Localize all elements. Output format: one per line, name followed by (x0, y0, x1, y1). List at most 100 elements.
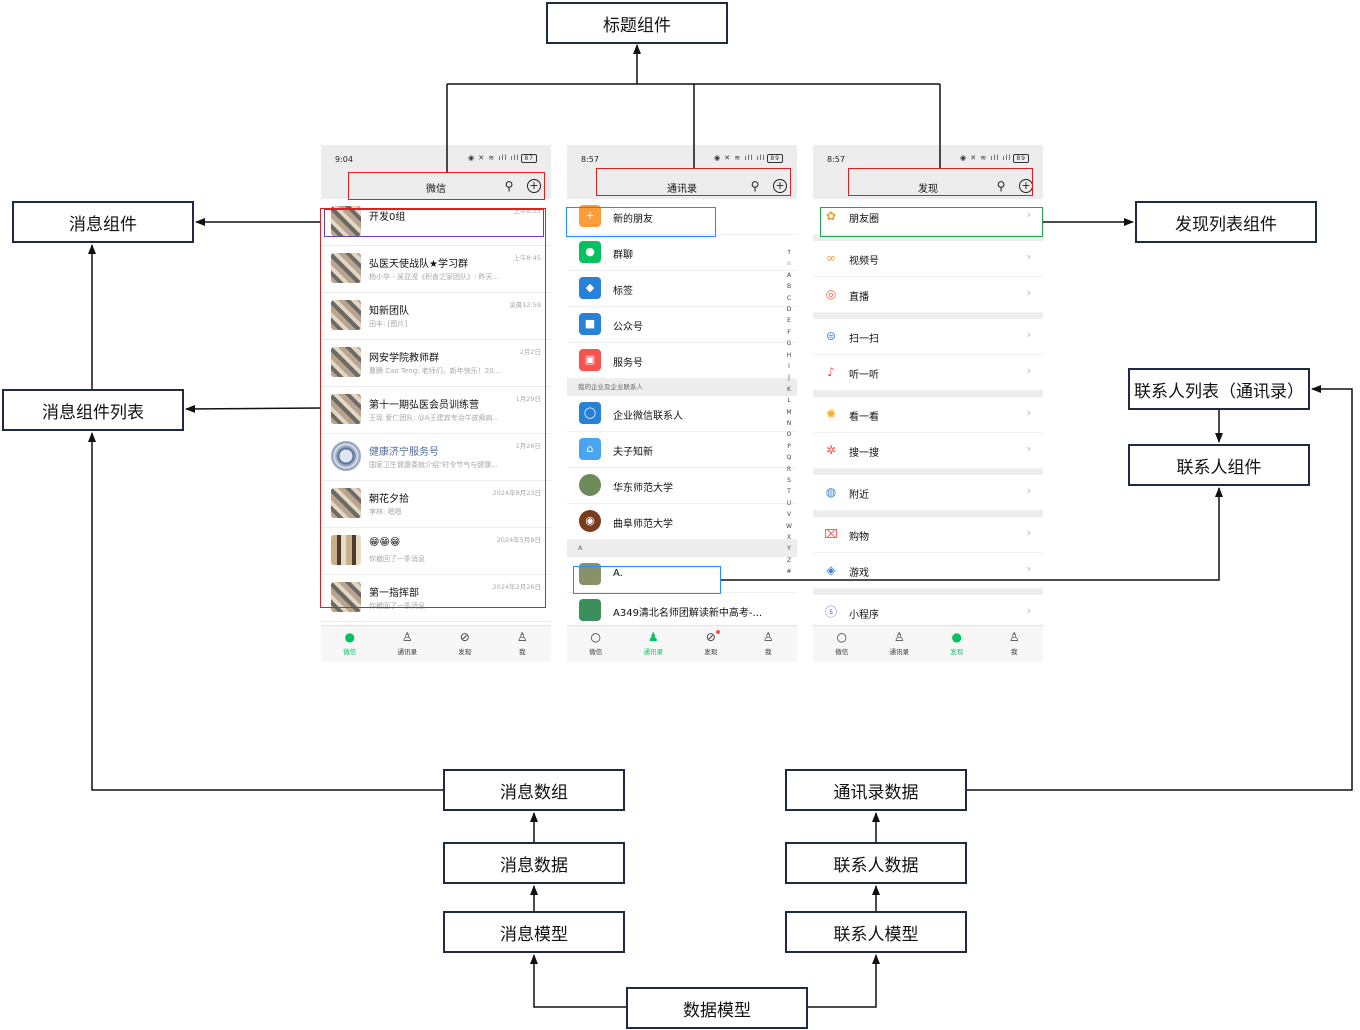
contact-row-label: 标签 (613, 286, 633, 297)
tab-label: 发现 (458, 648, 472, 656)
index-letter[interactable]: N (786, 420, 792, 427)
index-letter[interactable]: A (786, 271, 792, 279)
index-letter[interactable]: ☆ (786, 260, 792, 268)
add-icon[interactable]: + (773, 179, 787, 193)
discover-icon: ✺ (825, 407, 837, 421)
discover-row[interactable]: ◈游戏› (813, 553, 1043, 589)
tab-label: 我 (1011, 648, 1018, 656)
discover-row-label: 扫一扫 (849, 334, 879, 345)
contact-row[interactable]: A349清北名师团解读新中高考-... (567, 593, 797, 629)
company-contact-row[interactable]: ◯企业微信联系人 (567, 396, 797, 432)
company-icon: ◉ (579, 510, 601, 532)
person-icon: ♙ (762, 630, 774, 644)
contact-component-box: 联系人组件 (1128, 444, 1310, 486)
discover-row[interactable]: ◍附近› (813, 475, 1043, 511)
index-letter[interactable]: ↑ (786, 249, 792, 256)
index-letter[interactable]: T (787, 488, 791, 496)
tab-discover[interactable]: ⊘发现 (682, 626, 740, 662)
index-letter[interactable]: Z (786, 556, 792, 564)
index-letter[interactable]: L (787, 397, 791, 405)
company-contact-row[interactable]: 华东师范大学 (567, 468, 797, 504)
index-letter[interactable]: P (787, 442, 791, 450)
chat-list-item[interactable]: 开发0组上午8:55 (321, 199, 551, 246)
tab-me[interactable]: ♙我 (986, 626, 1044, 662)
index-letter[interactable]: C (786, 294, 792, 302)
function-icon: ◆ (579, 277, 601, 299)
index-letter[interactable]: O (786, 431, 792, 439)
company-contact-row[interactable]: ◉曲阜师范大学 (567, 504, 797, 540)
discover-row[interactable]: ⌧购物› (813, 517, 1043, 553)
chat-avatar (331, 206, 361, 236)
chevron-right-icon: › (1026, 250, 1031, 263)
index-letter[interactable]: J (788, 374, 790, 382)
arrow-datamodel-to-contact-model (808, 954, 880, 1008)
discover-row[interactable]: ♪听一听› (813, 355, 1043, 391)
tab-label: 通讯录 (643, 648, 664, 656)
highlight-message-list (320, 208, 546, 608)
tab-me[interactable]: ♙我 (494, 626, 552, 662)
contact-row-label: 新的朋友 (613, 214, 653, 225)
index-letter[interactable]: W (786, 522, 792, 530)
search-icon[interactable]: ⚲ (996, 179, 1006, 193)
index-letter[interactable]: G (786, 340, 792, 348)
index-letter[interactable]: # (786, 568, 792, 576)
discover-row[interactable]: ✺看一看› (813, 397, 1043, 433)
index-letter[interactable]: F (787, 328, 791, 336)
compass-icon: ⊘ (459, 630, 470, 644)
index-letter[interactable]: V (786, 511, 792, 519)
contact-function-row[interactable]: ●群聊 (567, 235, 797, 271)
index-letter[interactable]: Q (786, 454, 792, 462)
data-model-box: 数据模型 (626, 987, 808, 1029)
index-letter[interactable]: K (787, 385, 791, 393)
discover-row[interactable]: ✲搜一搜› (813, 433, 1043, 469)
tab-me[interactable]: ♙我 (740, 626, 798, 662)
tab-label: 微信 (589, 648, 603, 656)
contact-function-row[interactable]: ■公众号 (567, 307, 797, 343)
tab-discover[interactable]: ●发现 (928, 626, 986, 662)
person-icon: ♙ (1008, 630, 1020, 644)
add-icon[interactable]: + (527, 179, 541, 193)
search-icon[interactable]: ⚲ (504, 179, 514, 193)
discover-row[interactable]: ⊜扫一扫› (813, 319, 1043, 355)
discover-icon: ✲ (825, 443, 837, 457)
index-letter[interactable]: R (786, 465, 792, 473)
tab-contacts[interactable]: ♙通讯录 (871, 626, 929, 662)
discover-row[interactable]: ✿朋友圈› (813, 199, 1043, 235)
index-letter[interactable]: Y (787, 545, 791, 553)
index-letter[interactable]: X (786, 534, 792, 541)
chevron-right-icon: › (1026, 442, 1031, 455)
search-icon[interactable]: ⚲ (750, 179, 760, 193)
index-letter[interactable]: U (786, 499, 792, 507)
tab-contacts[interactable]: ♟通讯录 (625, 626, 683, 662)
contact-row-service[interactable]: ▣ 服务号 (567, 343, 797, 379)
company-contact-row[interactable]: ⌂夫子知新 (567, 432, 797, 468)
index-letter[interactable]: B (786, 283, 792, 291)
highlight-message-item (324, 209, 544, 237)
index-letter[interactable]: M (786, 408, 792, 416)
section-gap (813, 313, 1043, 319)
tab-contacts[interactable]: ♙通讯录 (379, 626, 437, 662)
contact-function-row[interactable]: +新的朋友 (567, 199, 797, 235)
index-letter[interactable]: S (787, 477, 791, 484)
battery-level: 89 (1013, 154, 1029, 163)
tab-discover[interactable]: ⊘ 发现 (436, 626, 494, 662)
contact-row-label: 群聊 (613, 250, 633, 261)
discover-row[interactable]: ◎直播› (813, 277, 1043, 313)
tab-chats[interactable]: ●微信 (321, 626, 379, 662)
discover-row-label: 听一听 (849, 370, 879, 381)
tab-chats[interactable]: ○微信 (567, 626, 625, 662)
index-letter[interactable]: I (788, 363, 790, 370)
index-letter[interactable]: D (786, 306, 792, 313)
tab-chats[interactable]: ○微信 (813, 626, 871, 662)
discover-row[interactable]: ∞视频号› (813, 241, 1043, 277)
chevron-right-icon: › (1026, 526, 1031, 539)
contact-function-row[interactable]: ◆ 标签 (567, 271, 797, 307)
index-letter[interactable]: H (786, 351, 792, 359)
tab-bar: ●微信 ♙通讯录 ⊘ 发现 ♙我 (321, 625, 551, 662)
index-letter[interactable]: E (787, 317, 791, 325)
contacts-icon: ♙ (401, 630, 413, 644)
